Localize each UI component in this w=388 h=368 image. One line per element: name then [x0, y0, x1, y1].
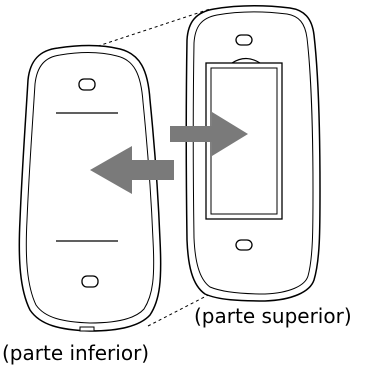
top-part-shape: [185, 5, 321, 302]
top-oval-hole-bottom: [235, 239, 253, 251]
arrow-right: [170, 112, 248, 156]
bottom-part-shape: [18, 44, 162, 332]
top-oval-hole-top: [235, 34, 253, 46]
arrow-left: [90, 146, 174, 194]
bottom-oval-hole-bottom: [81, 275, 99, 288]
top-part-label: (parte superior): [194, 304, 352, 328]
battery-clip: [231, 57, 261, 64]
bottom-oval-hole-top: [78, 78, 96, 91]
guide-line-bottom: [147, 289, 219, 327]
bottom-notch: [79, 326, 95, 332]
guide-line-top: [91, 8, 211, 49]
bottom-part-label: (parte inferior): [2, 341, 150, 365]
